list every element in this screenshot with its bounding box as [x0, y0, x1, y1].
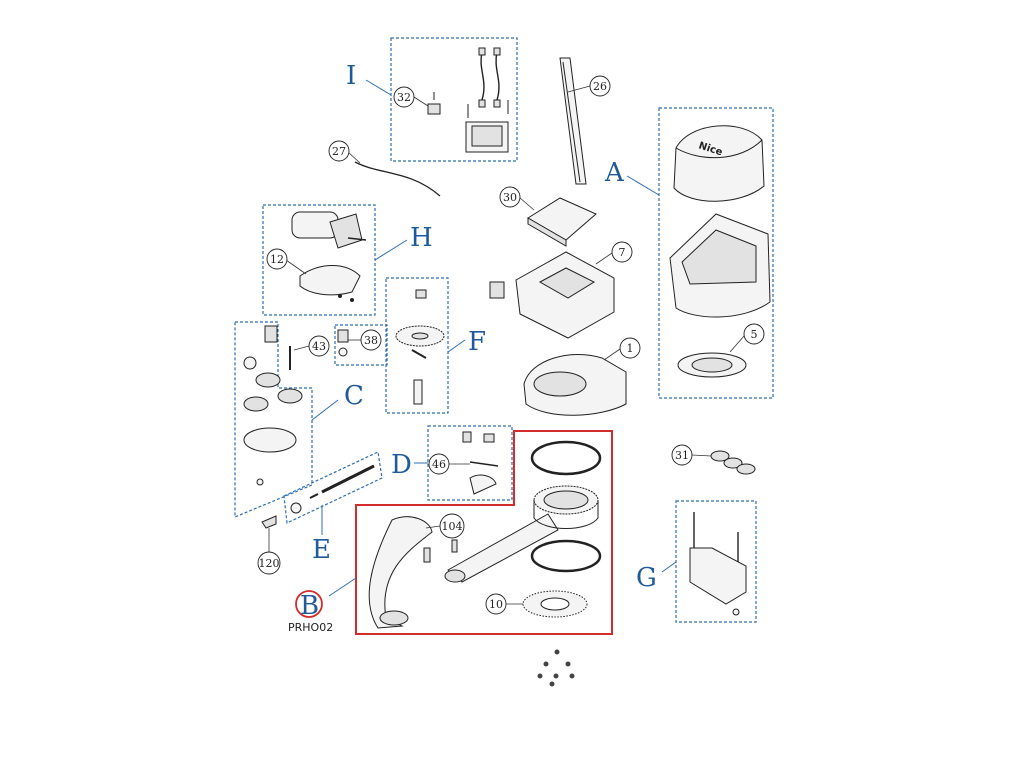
callout-10: 10 — [485, 593, 523, 615]
callout-30: 30 — [499, 186, 535, 211]
group-label-G: G — [636, 563, 657, 593]
svg-text:10: 10 — [489, 598, 503, 611]
group-label-D: D — [391, 450, 412, 480]
small-pinion-drawing — [337, 329, 349, 357]
callout-1: 1 — [603, 337, 641, 361]
ring-gear-drawing — [533, 485, 599, 529]
callout-27: 27 — [328, 140, 361, 164]
group-label-I: I — [346, 61, 356, 91]
loose-screws-drawing — [537, 649, 575, 687]
release-rod-drawing — [290, 464, 375, 514]
group-label-C: C — [344, 381, 364, 411]
svg-text:12: 12 — [270, 253, 284, 266]
motor-plate-drawing — [299, 265, 361, 302]
group-box-E — [283, 451, 383, 524]
transformer-cables-drawing — [427, 47, 509, 153]
group-box-B-highlight — [355, 430, 613, 635]
support-frame-drawing — [489, 251, 615, 339]
svg-text:1: 1 — [627, 342, 634, 355]
svg-text:30: 30 — [503, 191, 517, 204]
group-label-F: F — [468, 327, 486, 357]
o-ring-top — [530, 440, 602, 476]
main-gear-drawing — [395, 289, 445, 405]
group-label-A: A — [604, 158, 625, 188]
callout-120: 120 — [257, 528, 281, 575]
svg-text:32: 32 — [397, 91, 411, 104]
svg-text:104: 104 — [442, 520, 463, 533]
svg-text:31: 31 — [675, 449, 689, 462]
callout-31: 31 — [671, 444, 712, 466]
svg-text:46: 46 — [432, 458, 446, 471]
callout-32: 32 — [393, 86, 429, 108]
motor-base-drawing — [523, 354, 627, 416]
control-board-drawing — [527, 197, 597, 247]
limit-parts-drawing — [462, 431, 499, 495]
group-label-E: E — [312, 535, 331, 565]
callout-38: 38 — [348, 329, 382, 351]
mounting-bracket-drawing — [689, 512, 747, 616]
group-box-G — [675, 500, 757, 623]
group-box-C — [234, 321, 313, 518]
encoder-disc-drawing — [522, 590, 588, 618]
svg-text:7: 7 — [619, 246, 626, 259]
straight-arm-drawing — [444, 513, 559, 583]
wire-drawing — [354, 161, 441, 197]
callout-12: 12 — [266, 248, 307, 275]
svg-text:38: 38 — [364, 334, 378, 347]
group-label-H: H — [410, 223, 433, 253]
kit-code-label: PRHO02 — [288, 621, 333, 634]
callout-43: 43 — [293, 335, 330, 357]
caps-drawing — [710, 450, 756, 475]
cover-drawing: Nice — [673, 125, 765, 202]
group-label-B: B — [300, 591, 319, 621]
gasket-drawing — [677, 352, 747, 378]
callout-46: 46 — [428, 453, 470, 475]
svg-text:26: 26 — [593, 80, 607, 93]
release-key-drawing — [261, 515, 277, 529]
cable-strip-drawing — [559, 57, 587, 185]
callout-5: 5 — [729, 323, 765, 353]
callout-26: 26 — [567, 75, 611, 97]
callout-104: 104 — [425, 513, 465, 539]
callout-7: 7 — [595, 241, 633, 265]
svg-text:120: 120 — [259, 557, 280, 570]
group-box-D — [427, 425, 513, 501]
housing-drawing — [669, 213, 771, 318]
group-box-A — [658, 107, 774, 399]
o-ring-bottom — [530, 539, 602, 573]
curved-arm-drawing — [368, 516, 458, 629]
gear-stack-drawing — [243, 325, 303, 486]
group-box-F-inset — [334, 324, 388, 366]
group-box-F — [385, 277, 449, 414]
group-box-I — [390, 37, 518, 162]
gear-motor-drawing — [291, 211, 367, 249]
svg-text:5: 5 — [751, 328, 758, 341]
svg-text:27: 27 — [332, 145, 346, 158]
group-B-ring — [295, 590, 323, 618]
svg-text:43: 43 — [312, 340, 326, 353]
